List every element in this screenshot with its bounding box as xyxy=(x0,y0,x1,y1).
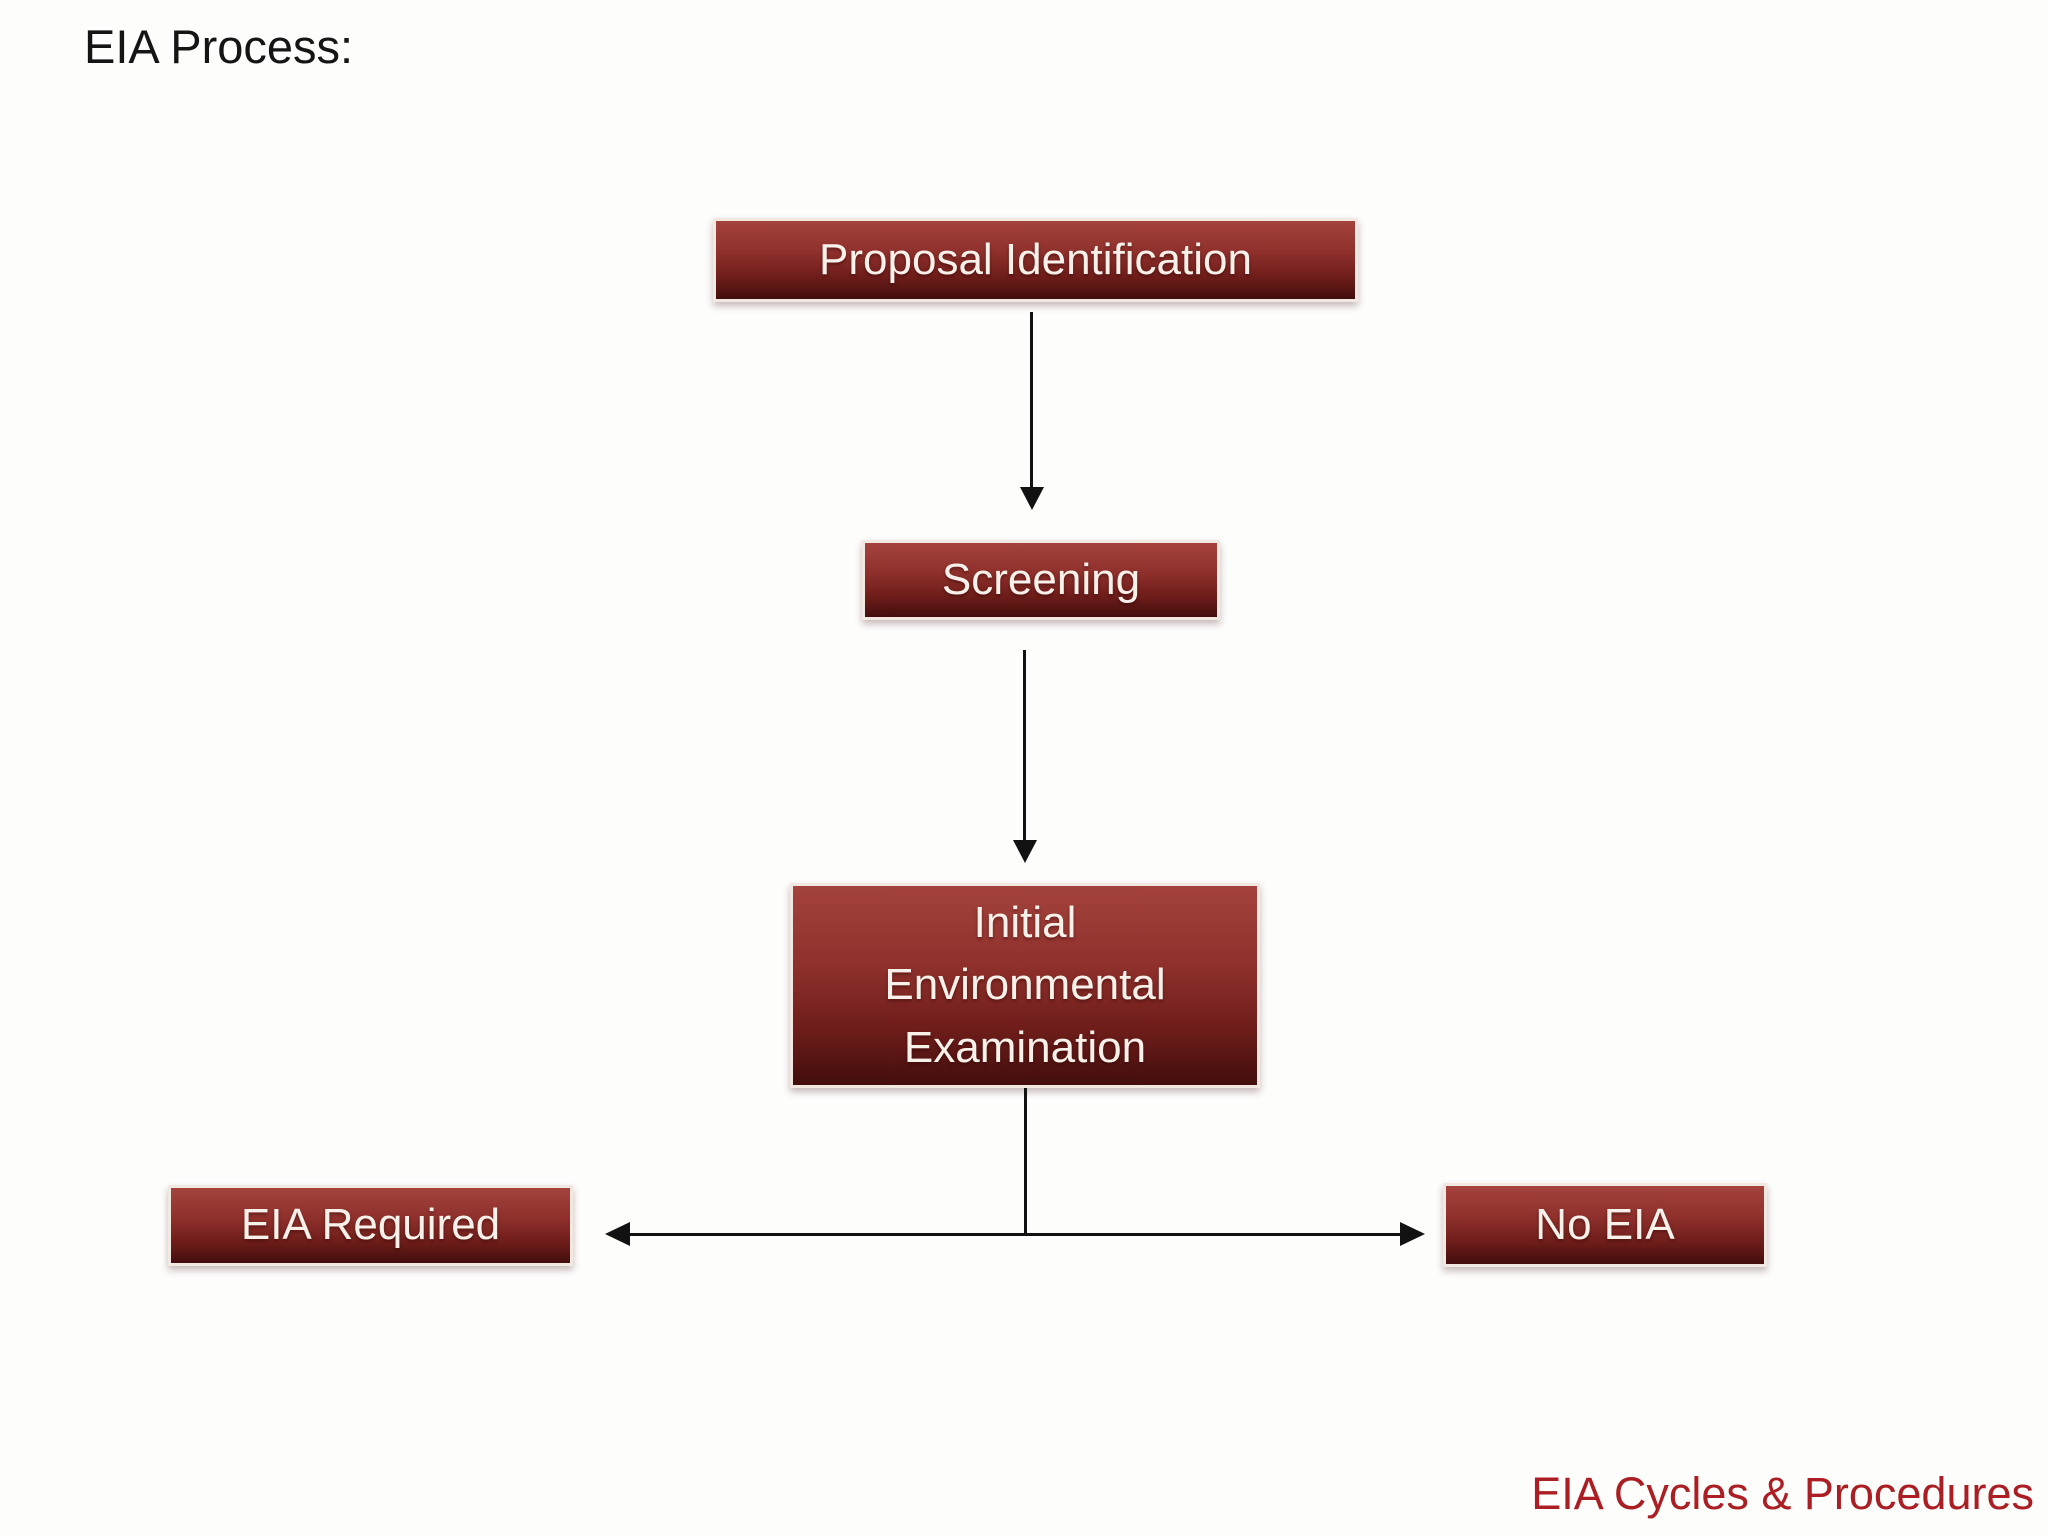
flow-node-no-eia: No EIA xyxy=(1443,1183,1767,1267)
connector-proposal-to-screening-line xyxy=(1030,312,1033,490)
flow-node-label-initial-environmental-examination: Initial Environmental Examination xyxy=(884,897,1166,1072)
flow-node-label-screening: Screening xyxy=(941,554,1141,604)
flow-node-eia-required: EIA Required xyxy=(168,1185,573,1266)
arrowhead-down-icon xyxy=(1020,487,1044,510)
connector-screening-to-iee-line xyxy=(1023,650,1026,843)
flow-node-proposal-identification: Proposal Identification xyxy=(713,218,1358,302)
flow-node-label-no-eia: No EIA xyxy=(1535,1199,1675,1249)
connector-iee-branch-stem-line xyxy=(1024,1088,1027,1235)
arrowhead-left-icon xyxy=(605,1222,630,1246)
flow-node-label-proposal-identification: Proposal Identification xyxy=(819,234,1252,284)
arrowhead-right-icon xyxy=(1400,1222,1425,1246)
flow-node-initial-environmental-examination: Initial Environmental Examination xyxy=(790,883,1260,1088)
arrowhead-down-icon xyxy=(1013,840,1037,863)
connector-iee-branch-crossbar-line xyxy=(628,1233,1402,1236)
slide-title: EIA Process: xyxy=(84,20,354,73)
slide-footer: EIA Cycles & Procedures xyxy=(1531,1468,2034,1519)
flow-node-screening: Screening xyxy=(862,540,1220,620)
flow-node-label-eia-required: EIA Required xyxy=(240,1200,501,1250)
